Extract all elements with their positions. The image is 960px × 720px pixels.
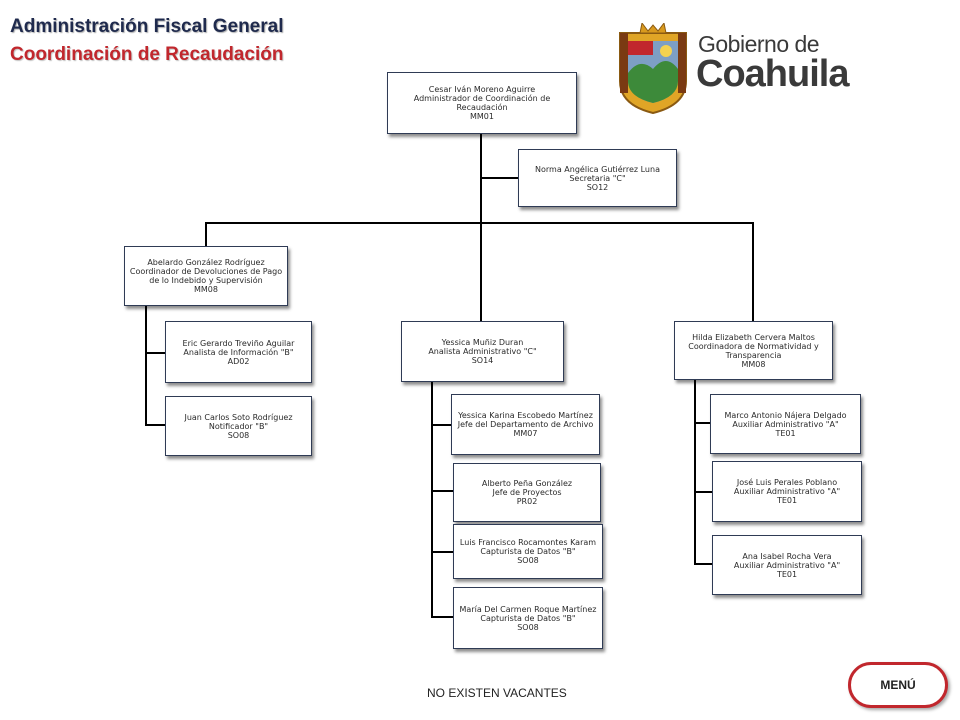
logo-text-gobierno: Gobierno de [698, 31, 820, 57]
org-role: Jefe del Departamento de Archivo [457, 420, 594, 429]
org-role: Capturista de Datos "B" [480, 547, 576, 556]
coat-of-arms-icon [619, 23, 687, 115]
connector-archivo [431, 424, 451, 426]
connector-capturista2 [431, 616, 453, 618]
org-code: PR02 [516, 497, 538, 506]
no-vacancies-note: NO EXISTEN VACANTES [427, 686, 567, 700]
logo-text-coahuila: Coahuila [696, 53, 849, 95]
org-role: Coordinador de Devoluciones de Pago de l… [129, 267, 283, 285]
org-name: Yessica Karina Escobedo Martínez [458, 411, 593, 420]
org-role: Notificador "B" [208, 421, 269, 431]
org-role: Jefe de Proyectos [492, 488, 562, 497]
menu-button[interactable]: MENÚ [848, 662, 948, 708]
org-role: Capturista de Datos "B" [480, 613, 576, 623]
connector-drop-devoluciones [205, 222, 207, 248]
org-code: TE01 [775, 428, 796, 438]
connector-auxiliar2 [694, 491, 712, 493]
org-box-auxiliar3: Ana Isabel Rocha Vera Auxiliar Administr… [712, 535, 862, 595]
org-code: AD02 [227, 356, 250, 366]
connector-horizontal-bus [205, 222, 753, 224]
org-box-normatividad: Hilda Elizabeth Cervera Maltos Coordinad… [674, 321, 833, 380]
org-box-auxiliar2: José Luis Perales Poblano Auxiliar Admin… [712, 461, 862, 522]
org-code: MM08 [741, 359, 766, 369]
org-role: Auxiliar Administrativo "A" [733, 560, 841, 570]
org-box-notificador: Juan Carlos Soto Rodríguez Notificador "… [165, 396, 312, 456]
connector-drop-normatividad [752, 222, 754, 323]
org-code: MM08 [194, 285, 218, 294]
government-logo: Gobierno de Coahuila [610, 17, 882, 127]
connector-secretary [481, 177, 519, 179]
org-name: Luis Francisco Rocamontes Karam [459, 538, 597, 547]
org-name: José Luis Perales Poblano [736, 478, 838, 487]
org-name: Yessica Muñiz Duran [441, 338, 524, 347]
org-name: Norma Angélica Gutiérrez Luna [535, 164, 660, 174]
org-code: SO14 [471, 356, 494, 365]
org-name: Eric Gerardo Treviño Aguilar [182, 338, 295, 348]
org-box-director: Cesar Iván Moreno Aguirre Administrador … [387, 72, 577, 134]
org-box-capturista2: María Del Carmen Roque Martínez Capturis… [453, 587, 603, 649]
org-code: SO08 [227, 430, 250, 440]
org-box-analista-info: Eric Gerardo Treviño Aguilar Analista de… [165, 321, 312, 383]
connector-analista-info [145, 352, 165, 354]
org-code: SO08 [517, 622, 539, 632]
org-name: Marco Antonio Nájera Delgado [724, 410, 847, 420]
org-box-archivo: Yessica Karina Escobedo Martínez Jefe de… [451, 394, 600, 455]
org-role: Auxiliar Administrativo "A" [733, 487, 841, 496]
org-name: Abelardo González Rodríguez [147, 258, 265, 267]
org-role: Coordinadora de Normatividad y Transpare… [688, 341, 819, 360]
connector-drop-analista [480, 222, 482, 322]
org-name: Alberto Peña González [481, 479, 573, 488]
connector-notificador [145, 424, 165, 426]
page-subtitle: Coordinación de Recaudación [10, 44, 284, 65]
org-code: MM01 [470, 112, 494, 121]
org-box-proyectos: Alberto Peña González Jefe de Proyectos … [453, 463, 601, 522]
org-name: Juan Carlos Soto Rodríguez [184, 412, 293, 422]
org-name: Cesar Iván Moreno Aguirre [428, 85, 536, 94]
org-box-devoluciones: Abelardo González Rodríguez Coordinador … [124, 246, 288, 306]
org-box-analista-admin: Yessica Muñiz Duran Analista Administrat… [401, 321, 564, 382]
org-box-auxiliar1: Marco Antonio Nájera Delgado Auxiliar Ad… [710, 394, 861, 454]
org-code: MM07 [513, 429, 538, 438]
org-role: Administrador de Coordinación de Recauda… [413, 94, 551, 112]
org-box-secretary: Norma Angélica Gutiérrez Luna Secretaria… [518, 149, 677, 207]
org-name: Hilda Elizabeth Cervera Maltos [692, 332, 815, 342]
org-role: Analista de Información "B" [183, 347, 294, 357]
connector-auxiliar3 [694, 563, 712, 565]
connector-proyectos [431, 490, 453, 492]
page-title: Administración Fiscal General [10, 16, 284, 37]
org-name: María Del Carmen Roque Martínez [459, 604, 597, 614]
org-code: TE01 [776, 569, 798, 579]
org-role: Analista Administrativo "C" [428, 347, 537, 356]
connector-right-branch [694, 379, 696, 564]
org-role: Auxiliar Administrativo "A" [732, 419, 839, 429]
org-code: SO08 [517, 556, 539, 565]
org-code: TE01 [776, 496, 798, 505]
org-code: SO12 [586, 182, 609, 192]
org-role: Secretaria "C" [569, 173, 626, 183]
connector-auxiliar1 [694, 422, 710, 424]
connector-left-branch [145, 305, 147, 425]
org-name: Ana Isabel Rocha Vera [742, 551, 832, 561]
org-box-capturista1: Luis Francisco Rocamontes Karam Capturis… [453, 524, 603, 579]
connector-capturista1 [431, 551, 453, 553]
connector-middle-branch [431, 381, 433, 618]
